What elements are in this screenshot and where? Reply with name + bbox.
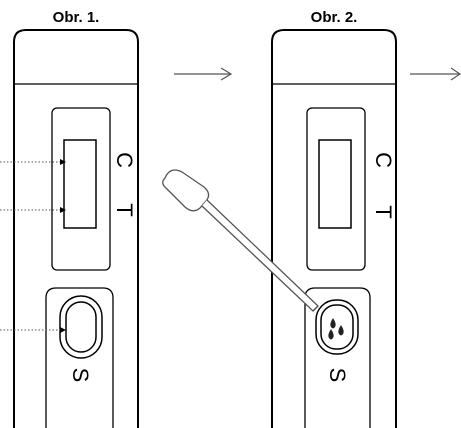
- result-window-2: [318, 139, 352, 229]
- test-line-marking-2: T: [371, 205, 396, 218]
- pointer-arrowhead-sample: [60, 327, 66, 333]
- result-window-frame-1: [51, 107, 111, 271]
- cassette-1: C T S: [13, 29, 139, 428]
- result-window-frame-2: [306, 107, 366, 271]
- sample-well-frame-1: [45, 287, 114, 428]
- arrow-right-icon-2: [410, 67, 461, 81]
- control-line-marking-1: C: [112, 152, 137, 168]
- pointer-arrowhead-control: [60, 159, 66, 165]
- pointer-lines: [0, 159, 66, 333]
- arrow-right-icon: [174, 67, 233, 81]
- pointer-arrowhead-test: [60, 207, 66, 213]
- sample-drops-icon: [328, 318, 344, 340]
- sample-well-marking-1: S: [68, 368, 93, 383]
- sample-well-outer-2: [315, 299, 359, 355]
- test-line-marking-1: T: [112, 203, 137, 216]
- control-line-marking-2: C: [371, 152, 396, 168]
- sample-well-2: [320, 304, 354, 350]
- figure-2-label: Obr. 2.: [311, 9, 358, 26]
- figure-1: Obr. 1. C T S: [0, 9, 139, 428]
- sample-well-marking-2: S: [325, 368, 350, 383]
- cassette-2: C T S: [271, 29, 397, 428]
- sample-well-1: [65, 301, 97, 353]
- figure-2: Obr. 2. C T S: [162, 9, 397, 428]
- figure-1-label: Obr. 1.: [53, 9, 100, 26]
- pipette-icon: [162, 169, 319, 312]
- result-window-1: [63, 139, 97, 229]
